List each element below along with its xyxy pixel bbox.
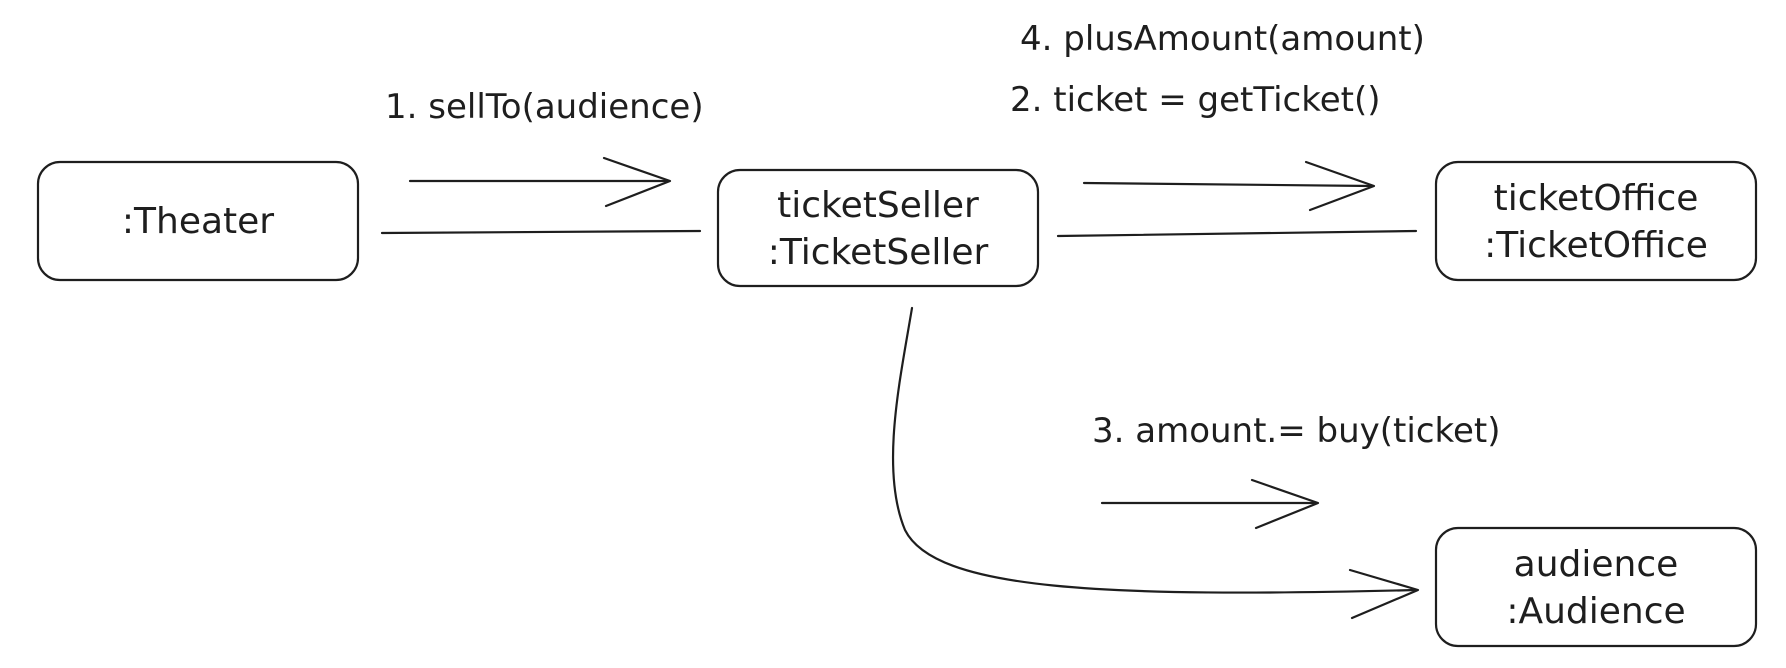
node-ticket-office-name: ticketOffice xyxy=(1494,178,1699,219)
message-arrow-sell-to xyxy=(408,156,672,208)
message-get-ticket: 2. ticket = getTicket() xyxy=(1010,80,1381,120)
message-sell-to: 1. sellTo(audience) xyxy=(385,87,704,127)
link-ticketseller-audience-arrowhead xyxy=(1348,568,1420,620)
node-ticket-office-box xyxy=(1434,160,1758,282)
message-arrow-get-ticket xyxy=(1082,160,1376,212)
message-arrow-buy xyxy=(1100,478,1320,530)
node-ticket-office-type: :TicketOffice xyxy=(1484,225,1708,266)
node-ticket-seller-type: :TicketSeller xyxy=(768,232,989,273)
node-theater[interactable]: :Theater xyxy=(36,160,360,282)
node-audience-box xyxy=(1434,526,1758,648)
node-ticket-seller-name: ticketSeller xyxy=(777,185,979,226)
link-ticketseller-audience xyxy=(891,306,1418,594)
link-ticketseller-ticketoffice xyxy=(1056,229,1418,238)
link-theater-ticketseller xyxy=(380,229,702,235)
node-theater-label: :Theater xyxy=(122,201,274,242)
node-audience-type: :Audience xyxy=(1506,591,1685,632)
message-plus-amount: 4. plusAmount(amount) xyxy=(1020,19,1425,59)
node-ticket-seller-box xyxy=(716,168,1040,288)
node-ticket-office[interactable]: ticketOffice :TicketOffice xyxy=(1434,160,1758,282)
node-ticket-seller[interactable]: ticketSeller :TicketSeller xyxy=(716,168,1040,288)
node-audience-name: audience xyxy=(1514,544,1679,585)
message-buy: 3. amount.= buy(ticket) xyxy=(1092,411,1501,451)
node-audience[interactable]: audience :Audience xyxy=(1434,526,1758,648)
node-theater-box xyxy=(36,160,360,282)
